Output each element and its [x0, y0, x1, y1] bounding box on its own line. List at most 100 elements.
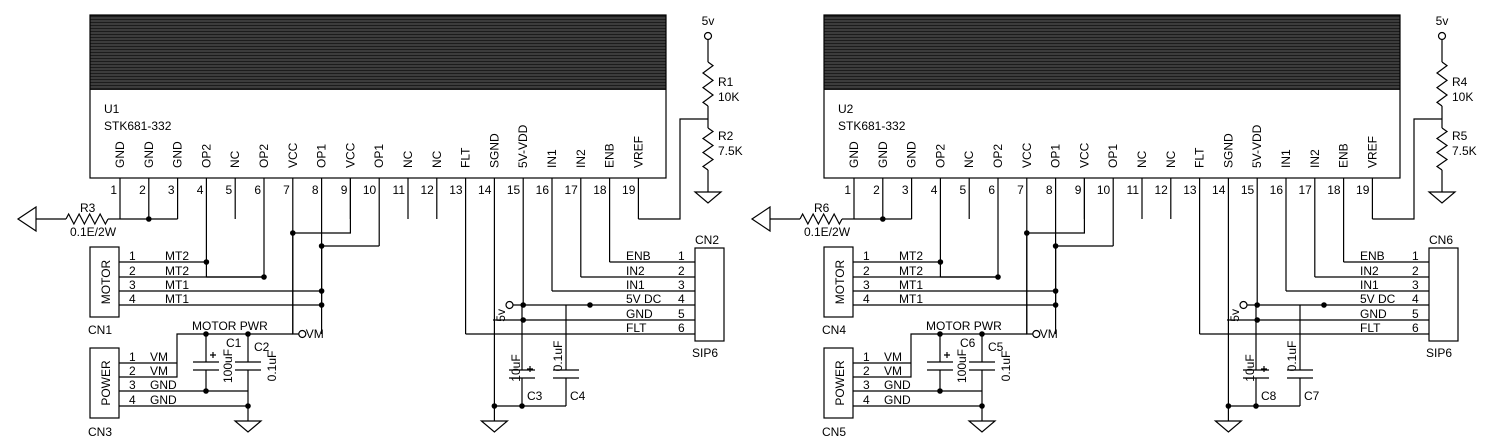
junction-dot — [146, 216, 152, 222]
terminal-ring — [505, 300, 514, 310]
power-net-label: GND — [150, 393, 177, 407]
wire — [910, 333, 1027, 363]
pin-number-label: 1 — [110, 183, 117, 197]
sip-pin-number: 6 — [678, 321, 685, 335]
film-cap-value: 0.1uF — [999, 351, 1013, 382]
motor-net-label: MT2 — [165, 249, 189, 263]
pin-number-label: 1 — [844, 183, 851, 197]
pin-number-label: 11 — [1127, 183, 1140, 197]
resistor-symbol — [65, 212, 109, 226]
motor-pwr-label: MOTOR PWR — [926, 319, 1002, 333]
pin-name-label: VCC — [343, 142, 357, 168]
chassis-ground-arrow — [750, 205, 771, 233]
sip-net-label: IN2 — [626, 264, 645, 278]
power-net-label: GND — [884, 393, 911, 407]
pin-number-label: 13 — [1183, 183, 1197, 197]
power-net-label: GND — [884, 378, 911, 392]
sense-resistor-value: 0.1E/2W — [70, 225, 117, 239]
junction-dot — [1253, 403, 1259, 409]
pin-name-label: ENB — [603, 143, 617, 168]
motor-net-label: MT2 — [899, 264, 923, 278]
pin-name-label: GND — [142, 141, 156, 168]
pin-number-label: 18 — [593, 183, 607, 197]
power-connector-body — [89, 347, 120, 419]
junction-dot — [587, 302, 593, 308]
ic-pins: GND1GND2GND3OP24NC5OP26VCC7OP18VCC9OP110… — [110, 124, 645, 406]
sip-pin-number: 2 — [1412, 264, 1419, 278]
wire — [119, 363, 178, 378]
sense-resistor-ref: R6 — [814, 201, 830, 215]
chassis-ground-arrow — [16, 205, 37, 233]
motor-pin-number: 2 — [863, 264, 870, 278]
sip-net-label: IN2 — [1360, 264, 1379, 278]
ic-part-label: STK681-332 — [838, 119, 906, 133]
pin-number-label: 3 — [902, 183, 909, 197]
pin-number-label: 15 — [507, 183, 521, 197]
bulk-cap-ref: C1 — [226, 336, 242, 350]
sip-connector-body — [694, 247, 725, 342]
pin-number-label: 17 — [1298, 183, 1312, 197]
pin-name-label: OP2 — [991, 144, 1005, 168]
logic-bulk-cap-value: 10uF — [509, 354, 523, 381]
bulk-cap-value: 100uF — [955, 349, 969, 383]
motor-connector-body — [89, 246, 120, 318]
wire — [1026, 233, 1033, 335]
junction-dot — [937, 259, 944, 265]
motor-connector-ref: CN1 — [88, 323, 112, 337]
pin-number-label: 2 — [873, 183, 880, 197]
terminal-ring — [1239, 300, 1248, 310]
pin-number-label: 19 — [622, 183, 636, 197]
wire — [176, 333, 293, 363]
sip-connector-type: SIP6 — [1426, 346, 1452, 360]
power-connector-title: POWER — [833, 360, 847, 406]
pin-name-label: OP1 — [1106, 144, 1120, 168]
resistor-symbol — [701, 127, 715, 171]
logic-bulk-cap-ref: C8 — [1261, 389, 1277, 403]
pin-number-label: 9 — [341, 183, 348, 197]
pin-name-label: VCC — [1077, 142, 1091, 168]
logic-film-cap-ref: C4 — [570, 389, 586, 403]
vm-label: VM — [1040, 327, 1058, 341]
sip-net-label: GND — [1360, 307, 1387, 321]
pin-number-label: 18 — [1327, 183, 1341, 197]
pin-number-label: 10 — [1097, 183, 1111, 197]
sip-net-label: FLT — [626, 321, 647, 335]
ic-ref-label: U2 — [838, 102, 854, 116]
r-bottom-value: 7.5K — [1452, 144, 1477, 158]
ground-symbol — [1427, 191, 1457, 204]
sip-pin-number: 3 — [678, 278, 685, 292]
sip-net-label: IN1 — [626, 278, 645, 292]
ground-symbol — [967, 420, 997, 433]
pin-name-label: OP2 — [199, 144, 213, 168]
pin-name-label: GND — [113, 141, 127, 168]
pin-name-label: OP2 — [933, 144, 947, 168]
terminal-ring — [298, 329, 307, 339]
sip-pin-number: 2 — [678, 264, 685, 278]
motor-net-label: MT2 — [899, 249, 923, 263]
motor-net-label: MT1 — [899, 292, 923, 306]
logic-supply-label: 5v — [1228, 309, 1242, 322]
sense-resistor-ref: R3 — [80, 201, 96, 215]
pin-name-label: GND — [171, 141, 185, 168]
circuit-1: U1STK681-332GND1GND2GND3OP24NC5OP26VCC7O… — [16, 14, 743, 439]
pin-number-label: 6 — [988, 183, 995, 197]
pin-name-label: GND — [905, 141, 919, 168]
pin-name-label: SGND — [1221, 133, 1235, 168]
logic-film-cap-value: 0.1uF — [1285, 341, 1299, 372]
pin-name-label: VCC — [286, 142, 300, 168]
pin-number-label: 12 — [1154, 183, 1168, 197]
junction-dot — [519, 403, 525, 409]
bulk-cap-value: 100uF — [221, 349, 235, 383]
ic-outline — [89, 14, 667, 179]
r-bottom-ref: R5 — [1452, 129, 1468, 143]
power-connector-ref: CN5 — [822, 425, 846, 439]
motor-net-label: MT1 — [165, 292, 189, 306]
polarity-plus-mark — [210, 352, 216, 358]
